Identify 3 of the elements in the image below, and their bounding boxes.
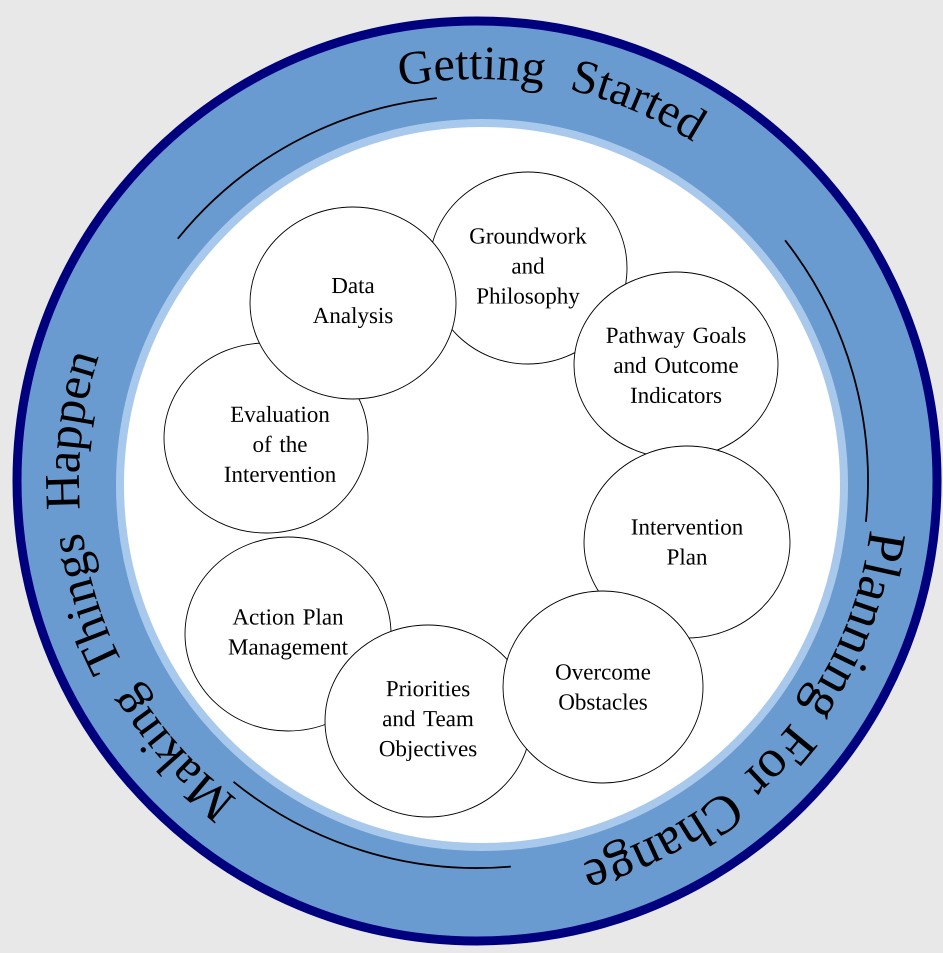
circle-node: Overcome Obstacles: [502, 590, 704, 784]
circle-node: Intervention Plan: [584, 446, 790, 638]
circle-node: Data Analysis: [250, 206, 456, 400]
